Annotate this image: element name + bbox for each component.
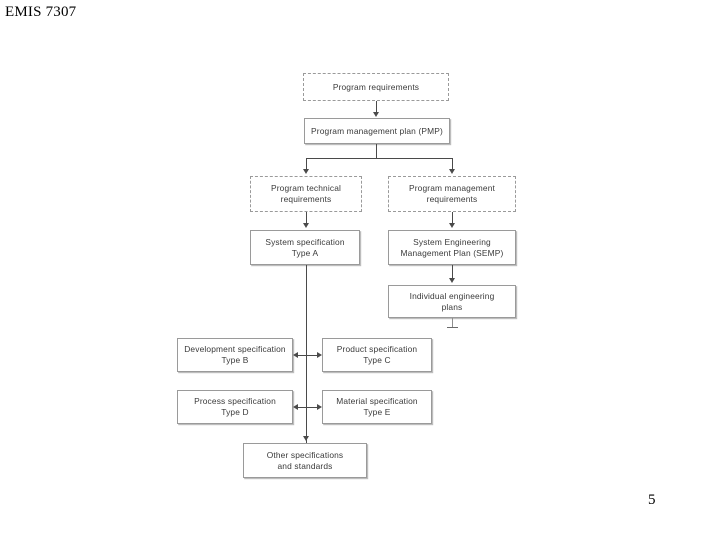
node-label-line-1: Program management: [408, 183, 496, 193]
connector-development-to-product: [296, 355, 319, 356]
node-label: Product specification Type C: [334, 344, 420, 366]
node-label-line-1: Process specification: [194, 396, 276, 406]
node-development-specification-type-b[interactable]: Development specification Type B: [177, 338, 293, 372]
connector-system-spec-trunk: [306, 265, 307, 443]
connector-technical-requirements-to-system-spec: [306, 212, 307, 224]
node-label: Program technical requirements: [268, 183, 344, 205]
node-label-line-1: Program technical: [270, 183, 342, 193]
connector-individual-plans-stub-cap: [447, 327, 458, 328]
node-label-line-2: Type A: [291, 247, 319, 258]
node-label: System specification Type A: [262, 237, 347, 259]
node-label-line-2: and standards: [277, 460, 333, 471]
arrowhead-to-system-spec-icon: [303, 223, 309, 228]
connector-branch-to-technical-requirements: [306, 158, 307, 170]
node-program-management-plan[interactable]: Program management plan (PMP): [304, 118, 450, 144]
node-label-line-2: Management Plan (SEMP): [400, 247, 504, 258]
node-label-line-2: requirements: [280, 194, 332, 204]
arrowhead-to-other-specifications-icon: [303, 436, 309, 441]
node-system-engineering-management-plan[interactable]: System Engineering Management Plan (SEMP…: [388, 230, 516, 265]
connector-pmp-branch-bar: [306, 158, 452, 159]
node-label-line-2: Type E: [363, 407, 391, 417]
page-number: 5: [648, 492, 656, 508]
node-label: Individual engineering plans: [407, 291, 498, 313]
node-label: Program requirements: [332, 81, 420, 92]
node-label: Program management plan (PMP): [311, 125, 443, 136]
connector-semp-to-individual-plans: [452, 265, 453, 279]
node-program-management-requirements[interactable]: Program management requirements: [388, 176, 516, 212]
node-label: Process specification Type D: [191, 396, 279, 418]
arrowhead-to-pmp-icon: [373, 112, 379, 117]
node-label-line-2: Type C: [363, 355, 391, 365]
node-label-line-1: Development specification: [184, 344, 286, 354]
node-label-line-1: Product specification: [336, 344, 418, 354]
arrowhead-to-individual-plans-icon: [449, 278, 455, 283]
node-process-specification-type-d[interactable]: Process specification Type D: [177, 390, 293, 424]
node-label: Program management requirements: [406, 183, 498, 205]
node-program-requirements[interactable]: Program requirements: [303, 73, 449, 101]
arrowhead-to-process-spec-icon: [293, 404, 298, 410]
arrowhead-to-product-spec-icon: [317, 352, 322, 358]
node-system-specification-type-a[interactable]: System specification Type A: [250, 230, 360, 265]
connector-process-to-material: [296, 407, 319, 408]
connector-individual-plans-stub: [452, 318, 453, 328]
node-product-specification-type-c[interactable]: Product specification Type C: [322, 338, 432, 372]
node-label-line-1: Individual engineering: [409, 290, 495, 301]
node-label-line-2: requirements: [426, 194, 478, 204]
node-label-line-1: Material specification: [336, 396, 418, 406]
node-other-specifications-and-standards[interactable]: Other specifications and standards: [243, 443, 367, 478]
arrowhead-to-technical-requirements-icon: [303, 169, 309, 174]
connector-branch-to-management-requirements: [452, 158, 453, 170]
connector-pmp-stem: [376, 144, 377, 159]
slide-title: EMIS 7307: [5, 4, 77, 20]
connector-management-requirements-to-semp: [452, 212, 453, 224]
node-label-line-2: plans: [441, 301, 463, 312]
node-program-technical-requirements[interactable]: Program technical requirements: [250, 176, 362, 212]
arrowhead-to-management-requirements-icon: [449, 169, 455, 174]
node-material-specification-type-e[interactable]: Material specification Type E: [322, 390, 432, 424]
arrowhead-to-semp-icon: [449, 223, 455, 228]
node-label: System Engineering Management Plan (SEMP…: [398, 237, 507, 259]
node-label-line-2: Type D: [221, 407, 249, 417]
arrowhead-to-material-spec-icon: [317, 404, 322, 410]
node-label: Other specifications and standards: [264, 450, 347, 472]
node-label-line-1: Other specifications: [266, 449, 344, 460]
node-label-line-1: System specification: [265, 236, 345, 247]
node-label-line-2: Type B: [221, 355, 249, 365]
node-label-line-1: System Engineering: [413, 236, 491, 247]
node-label: Development specification Type B: [181, 344, 289, 366]
connector-program-requirements-to-pmp: [376, 101, 377, 113]
arrowhead-to-development-spec-icon: [293, 352, 298, 358]
node-label: Material specification Type E: [333, 396, 421, 418]
node-individual-engineering-plans[interactable]: Individual engineering plans: [388, 285, 516, 318]
